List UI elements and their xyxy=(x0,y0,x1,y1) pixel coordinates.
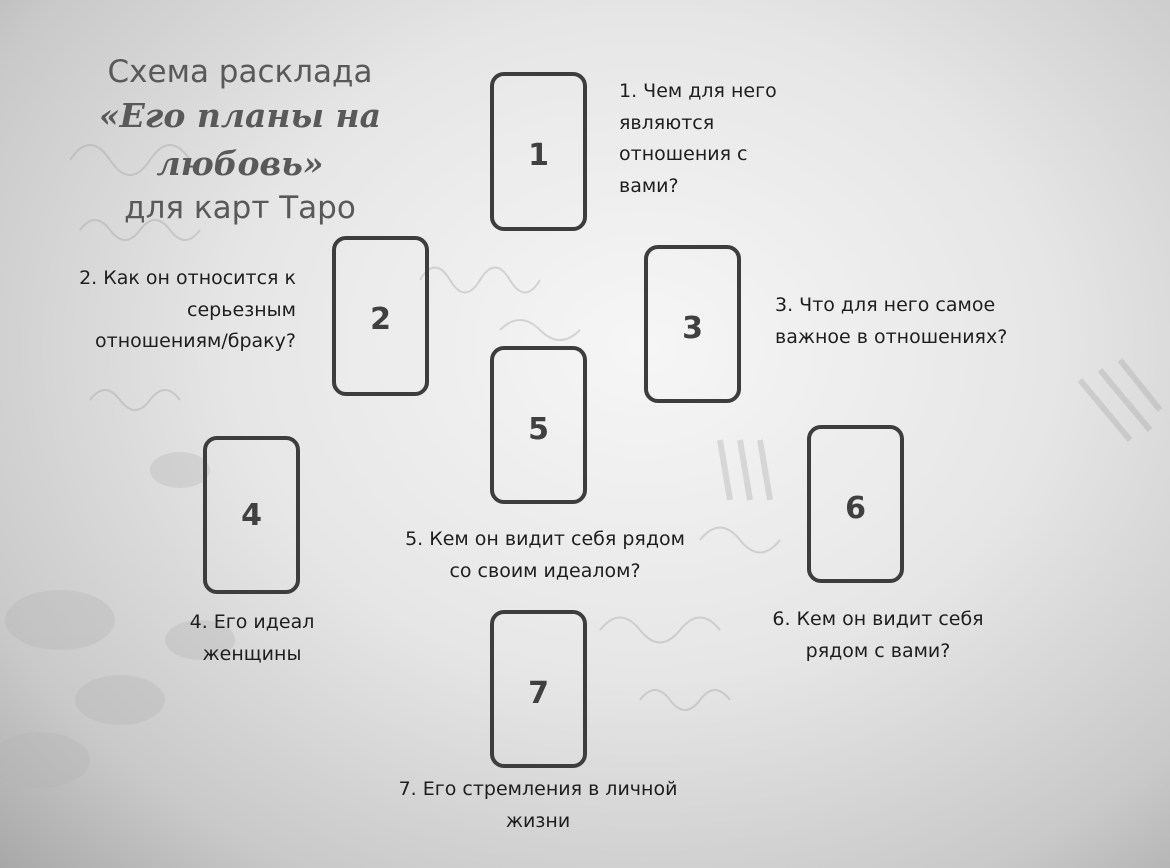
card-1-number: 1 xyxy=(528,138,549,173)
card-4: 4 xyxy=(203,436,300,594)
card-5-question-line: со своим идеалом? xyxy=(449,559,641,582)
title-line-2: «Его планы на любовь» xyxy=(99,96,381,183)
card-7-question: 7. Его стремления в личной жизни xyxy=(365,774,711,837)
card-5-question-line: 5. Кем он видит себя рядом xyxy=(405,528,685,550)
card-4-number: 4 xyxy=(241,498,262,533)
card-2-question-line: отношениям/браку? xyxy=(95,330,296,352)
card-7: 7 xyxy=(490,610,587,768)
card-6-question-line: 6. Кем он видит себя xyxy=(772,608,984,630)
card-3-question-line: 3. Что для него самое xyxy=(775,294,996,316)
card-4-question-line: 4. Его идеал xyxy=(189,611,315,633)
card-1-question-line: отношения с xyxy=(619,143,748,165)
card-5-question: 5. Кем он видит себя рядом со своим идеа… xyxy=(355,524,735,587)
title-line-1: Схема расклада xyxy=(107,54,373,90)
card-1-question-line: вами? xyxy=(619,174,679,197)
card-7-question-line: 7. Его стремления в личной xyxy=(398,778,678,800)
card-3-question: 3. Что для него самое важное в отношения… xyxy=(775,290,1007,353)
diagram-title: Схема расклада «Его планы на любовь» для… xyxy=(20,52,460,228)
title-line-3: для карт Таро xyxy=(124,190,356,226)
card-6-question-line: рядом с вами? xyxy=(805,639,951,662)
card-6: 6 xyxy=(807,425,904,583)
card-4-question: 4. Его идеал женщины xyxy=(152,607,352,670)
card-2-number: 2 xyxy=(370,302,391,337)
card-1: 1 xyxy=(490,72,587,231)
card-3-question-line: важное в отношениях? xyxy=(775,325,1008,348)
card-2-question-line: серьезным xyxy=(187,298,296,321)
card-7-question-line: жизни xyxy=(505,809,571,832)
card-6-question: 6. Кем он видит себя рядом с вами? xyxy=(748,604,1008,667)
card-1-question-line: являются xyxy=(619,111,715,134)
card-2-question: 2. Как он относится к серьезным отношени… xyxy=(40,263,296,358)
card-1-question: 1. Чем для него являются отношения с вам… xyxy=(619,76,777,202)
card-1-question-line: 1. Чем для него xyxy=(619,80,777,102)
card-5: 5 xyxy=(490,346,587,504)
card-6-number: 6 xyxy=(845,491,866,526)
card-4-question-line: женщины xyxy=(202,642,302,665)
card-2: 2 xyxy=(332,236,429,396)
card-5-number: 5 xyxy=(528,412,549,447)
card-3-number: 3 xyxy=(682,311,703,346)
card-3: 3 xyxy=(644,245,741,403)
card-2-question-line: 2. Как он относится к xyxy=(79,267,296,289)
card-7-number: 7 xyxy=(528,676,549,711)
